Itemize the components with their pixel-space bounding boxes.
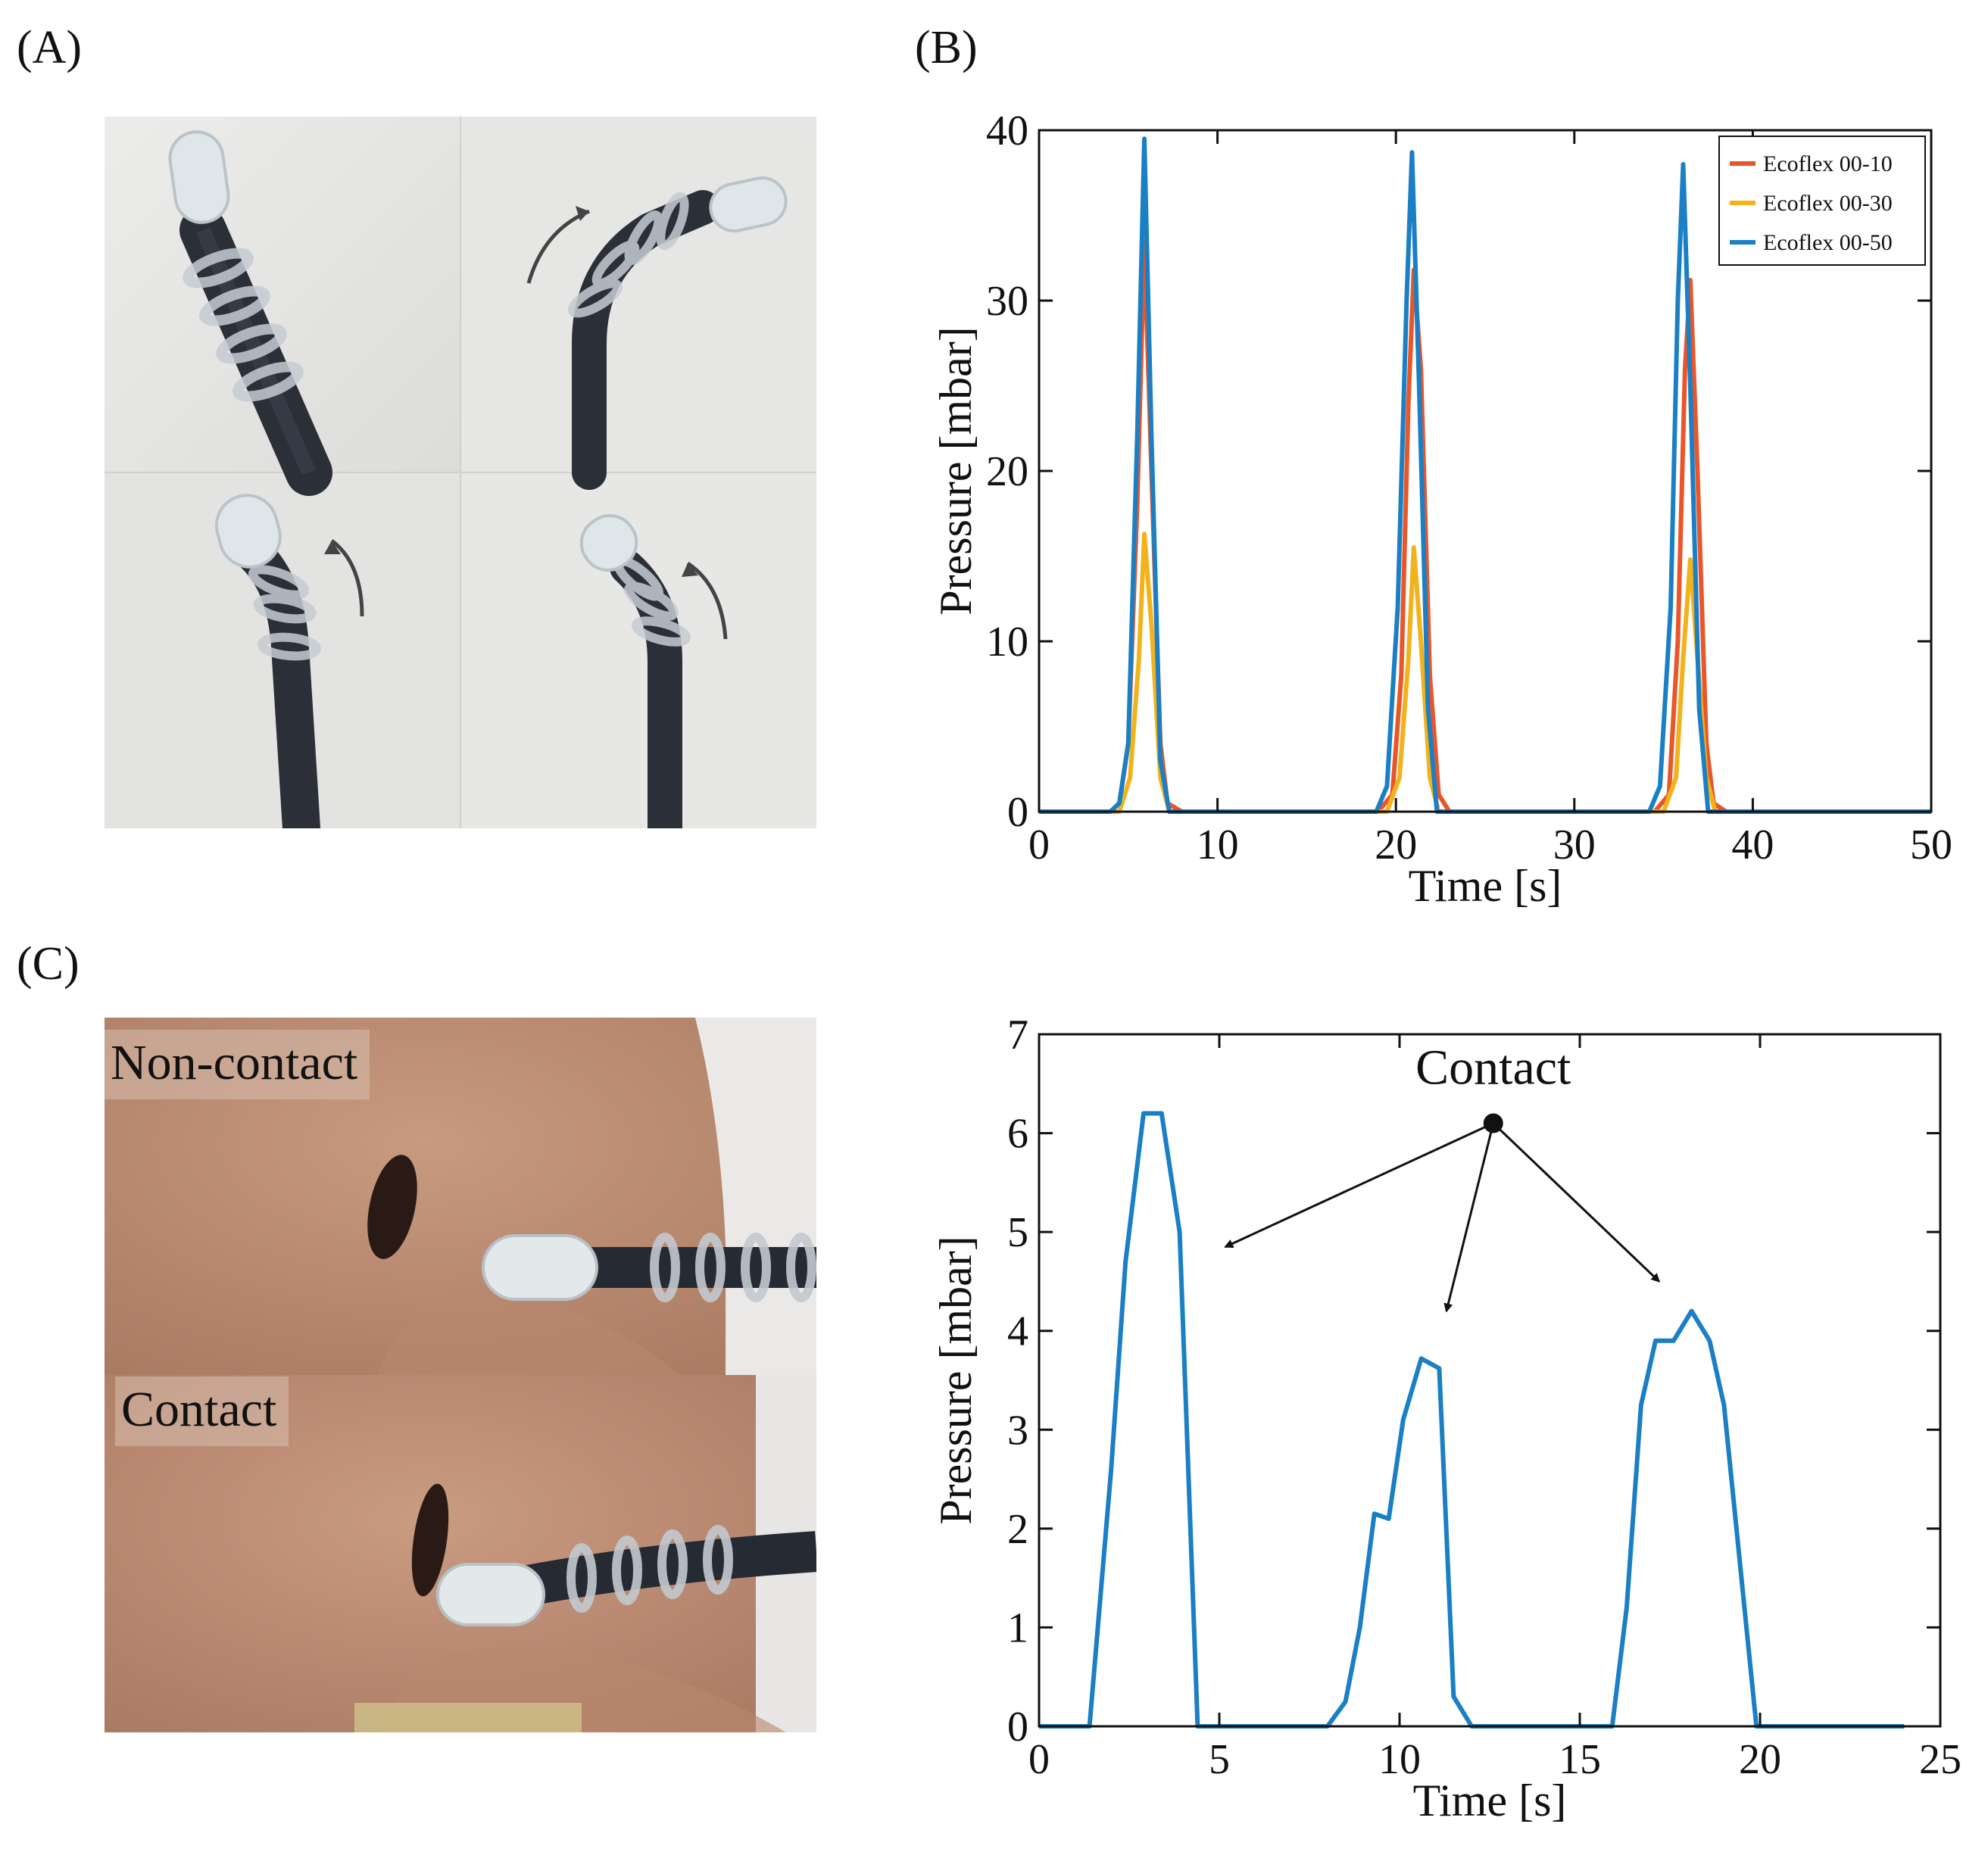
chart-b-y-tick-label: 0 xyxy=(1007,789,1028,836)
chart-c-x-axis-label: Time [s] xyxy=(1413,1776,1567,1825)
chart-c-y-tick-label: 1 xyxy=(1007,1604,1028,1651)
chart-c-x-tick-label: 15 xyxy=(1559,1736,1601,1783)
chart-c-annotation-arrow-1 xyxy=(1443,1123,1495,1313)
chart-c-y-tick-label: 5 xyxy=(1007,1209,1028,1256)
panel-a-photo-grid xyxy=(105,117,816,828)
chart-b-x-tick-label: 0 xyxy=(1028,822,1050,868)
chart-b-x-axis-label: Time [s] xyxy=(1409,861,1562,911)
chart-b-x-tick-label: 20 xyxy=(1375,822,1417,868)
chart-b-y-tick-label: 40 xyxy=(986,108,1028,154)
chart-c-x-tick-label: 20 xyxy=(1739,1736,1781,1783)
probe-straight xyxy=(168,130,332,496)
panel-label-c: (C) xyxy=(17,938,80,990)
chart-c-y-tick-label: 3 xyxy=(1007,1407,1028,1454)
chart-b-y-tick-label: 10 xyxy=(986,619,1028,666)
chart-b-series-line-1 xyxy=(1039,532,1931,814)
chart-b-x-tick-label: 10 xyxy=(1197,822,1239,868)
label-non-contact: Non-contact xyxy=(105,1030,370,1099)
panel-c-photo xyxy=(105,1018,816,1732)
chart-c-x-tick-label: 10 xyxy=(1378,1736,1421,1783)
chart-c-y-axis-label: Pressure [mbar] xyxy=(931,1236,981,1525)
chart-c-annotation-label: Contact xyxy=(1415,1040,1571,1096)
chart-b-legend-label-0: Ecoflex 00-10 xyxy=(1763,151,1893,176)
label-contact: Contact xyxy=(115,1377,289,1446)
chart-c-x-tick-label: 5 xyxy=(1209,1736,1230,1783)
probe-bend-right xyxy=(526,176,788,490)
chart-c-plot-frame xyxy=(1038,1033,1942,1728)
chart-c-annotation-arrow-2 xyxy=(1492,1122,1661,1283)
chart-b-y-axis-label: Pressure [mbar] xyxy=(931,326,981,616)
probe-bend-left-2 xyxy=(579,514,728,828)
panel-label-b: (B) xyxy=(915,22,978,73)
chart-c-y-tick-label: 6 xyxy=(1007,1111,1028,1158)
chart-c-y-tick-label: 7 xyxy=(1007,1012,1028,1059)
chart-b-x-tick-label: 50 xyxy=(1910,822,1952,868)
chart-b-x-tick-label: 30 xyxy=(1553,822,1596,868)
chart-c-x-tick-label: 0 xyxy=(1028,1736,1050,1783)
panel-label-a: (A) xyxy=(17,22,83,73)
chart-c-annotation-arrow-0 xyxy=(1224,1122,1494,1249)
chart-c-x-tick-label: 25 xyxy=(1919,1736,1961,1783)
chart-c-y-tick-label: 0 xyxy=(1007,1704,1028,1751)
chart-b-legend-label-1: Ecoflex 00-30 xyxy=(1763,191,1893,216)
chart-b-series-line-2 xyxy=(1039,136,1931,814)
chart-b-y-tick-label: 20 xyxy=(986,448,1028,495)
chart-b-x-tick-label: 40 xyxy=(1731,822,1774,868)
chart-c-series-line-0 xyxy=(1039,1111,1905,1729)
chart-b-series-line-0 xyxy=(1039,239,1931,814)
chart-b-legend-label-2: Ecoflex 00-50 xyxy=(1763,230,1893,255)
chart-c-y-tick-label: 4 xyxy=(1007,1308,1028,1355)
chart-c-y-tick-label: 2 xyxy=(1007,1506,1028,1553)
probe-bend-left-1 xyxy=(214,494,364,828)
chart-b-y-tick-label: 30 xyxy=(986,278,1028,325)
